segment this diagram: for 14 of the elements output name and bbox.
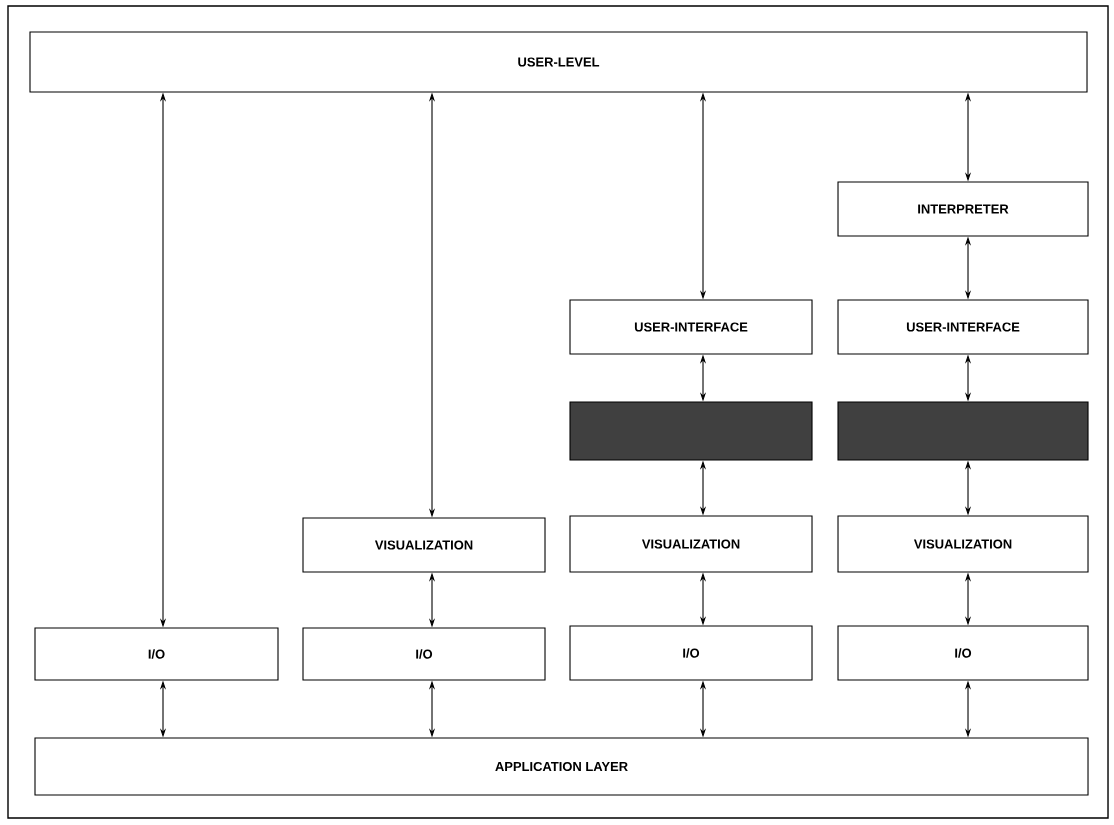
layer-box: I/O bbox=[569, 625, 813, 681]
layer-box: INTERPRETER bbox=[837, 181, 1089, 237]
layer-box: I/O bbox=[837, 625, 1089, 681]
layer-box: APPLICATION LAYER bbox=[34, 737, 1089, 796]
shaded-box bbox=[569, 401, 813, 461]
layer-box: VISUALIZATION bbox=[302, 517, 546, 573]
layer-box: VISUALIZATION bbox=[569, 515, 813, 573]
layer-box: USER-LEVEL bbox=[29, 31, 1088, 93]
layer-box: I/O bbox=[34, 627, 279, 681]
layer-box: USER-INTERFACE bbox=[837, 299, 1089, 355]
shaded-box bbox=[837, 401, 1089, 461]
layer-box: VISUALIZATION bbox=[837, 515, 1089, 573]
layer-box: USER-INTERFACE bbox=[569, 299, 813, 355]
layer-box: I/O bbox=[302, 627, 546, 681]
